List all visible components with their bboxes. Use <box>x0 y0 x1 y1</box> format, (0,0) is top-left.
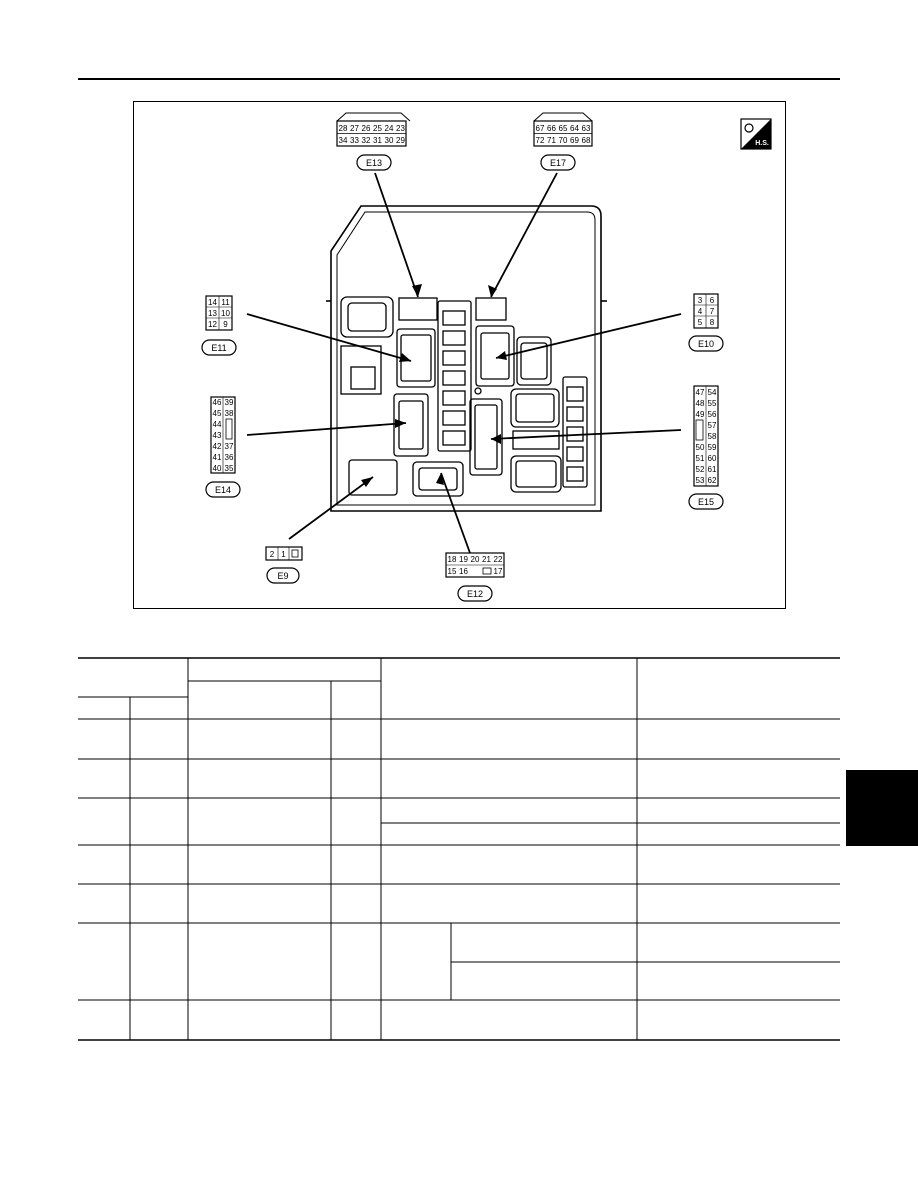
pin-12: 12 <box>208 320 217 329</box>
pin-5: 5 <box>698 318 703 327</box>
pin-10: 10 <box>221 309 230 318</box>
pin-63: 63 <box>582 124 591 133</box>
pin-24: 24 <box>385 124 394 133</box>
pin-23: 23 <box>396 124 405 133</box>
pin-72: 72 <box>536 136 545 145</box>
pin-70: 70 <box>559 136 568 145</box>
pin-7: 7 <box>710 307 715 316</box>
pin-56: 56 <box>708 410 717 419</box>
pin-42: 42 <box>213 442 222 451</box>
pin-43: 43 <box>213 431 222 440</box>
pin-61: 61 <box>708 465 717 474</box>
pin-31: 31 <box>373 136 382 145</box>
pin-20: 20 <box>471 555 480 564</box>
pin-16: 16 <box>459 567 468 576</box>
pin-50: 50 <box>696 443 705 452</box>
pin-22: 22 <box>494 555 503 564</box>
connector-e12: 18 19 20 21 22 15 16 17 E12 <box>445 552 505 602</box>
pin-8: 8 <box>710 318 715 327</box>
connector-e11: 14 11 13 10 12 9 E11 <box>201 295 237 356</box>
leader-arrowheads <box>361 284 507 487</box>
pin-41: 41 <box>213 453 222 462</box>
pin-2: 2 <box>270 550 275 559</box>
connector-e14: 46 39 45 38 44 43 42 37 41 36 40 35 E14 <box>205 396 241 498</box>
leader-lines <box>246 172 682 554</box>
pin-57: 57 <box>708 421 717 430</box>
pin-9: 9 <box>223 320 228 329</box>
pin-67: 67 <box>536 124 545 133</box>
pin-26: 26 <box>362 124 371 133</box>
pin-19: 19 <box>459 555 468 564</box>
pin-40: 40 <box>213 464 222 473</box>
pin-3: 3 <box>698 296 703 305</box>
connector-e17: 67 66 65 64 63 72 71 70 69 68 E17 <box>533 112 593 171</box>
pin-36: 36 <box>225 453 234 462</box>
pin-4: 4 <box>698 307 703 316</box>
pin-47: 47 <box>696 388 705 397</box>
pin-68: 68 <box>582 136 591 145</box>
pin-60: 60 <box>708 454 717 463</box>
pin-39: 39 <box>225 398 234 407</box>
connector-tag-e10: E10 <box>698 339 714 349</box>
hs-badge: H.S. <box>740 118 772 150</box>
pin-62: 62 <box>708 476 717 485</box>
pin-15: 15 <box>448 567 457 576</box>
pin-6: 6 <box>710 296 715 305</box>
pin-64: 64 <box>570 124 579 133</box>
pin-66: 66 <box>547 124 556 133</box>
pin-17: 17 <box>494 567 503 576</box>
pin-38: 38 <box>225 409 234 418</box>
pin-45: 45 <box>213 409 222 418</box>
pin-55: 55 <box>708 399 717 408</box>
pin-13: 13 <box>208 309 217 318</box>
connector-e10: 3 6 4 7 5 8 E10 <box>688 293 724 352</box>
pin-49: 49 <box>696 410 705 419</box>
pin-29: 29 <box>396 136 405 145</box>
pin-54: 54 <box>708 388 717 397</box>
connector-tag-e9: E9 <box>277 571 288 581</box>
connector-tag-e17: E17 <box>550 158 566 168</box>
pin-65: 65 <box>559 124 568 133</box>
header-rule <box>78 78 840 80</box>
pin-71: 71 <box>547 136 556 145</box>
terminal-table <box>78 657 840 1041</box>
pin-34: 34 <box>339 136 348 145</box>
pin-14: 14 <box>208 298 217 307</box>
connector-tag-e11: E11 <box>211 343 226 353</box>
pin-48: 48 <box>696 399 705 408</box>
pin-32: 32 <box>362 136 371 145</box>
connector-e15: 47 54 48 55 49 56 57 58 50 59 51 60 52 6… <box>688 385 724 510</box>
connector-tag-e14: E14 <box>215 485 231 495</box>
pin-18: 18 <box>448 555 457 564</box>
pin-46: 46 <box>213 398 222 407</box>
connector-tag-e12: E12 <box>467 589 483 599</box>
pin-59: 59 <box>708 443 717 452</box>
pin-35: 35 <box>225 464 234 473</box>
housing-outline <box>326 205 607 512</box>
pin-30: 30 <box>385 136 394 145</box>
pin-58: 58 <box>708 432 717 441</box>
connector-diagram: H.S. 28 27 26 25 24 23 34 33 32 31 30 29… <box>133 101 786 609</box>
housing-internals <box>340 296 588 497</box>
pin-52: 52 <box>696 465 705 474</box>
pin-25: 25 <box>373 124 382 133</box>
connector-e13: 28 27 26 25 24 23 34 33 32 31 30 29 E13 <box>336 112 411 171</box>
pin-44: 44 <box>213 420 222 429</box>
pin-27: 27 <box>350 124 359 133</box>
connector-tag-e13: E13 <box>366 158 382 168</box>
pin-11: 11 <box>221 298 230 307</box>
pin-51: 51 <box>696 454 705 463</box>
section-tab <box>846 770 918 846</box>
pin-28: 28 <box>339 124 348 133</box>
pin-69: 69 <box>570 136 579 145</box>
connector-tag-e15: E15 <box>698 497 714 507</box>
pin-1: 1 <box>281 550 286 559</box>
hs-badge-label: H.S. <box>755 140 769 147</box>
pin-21: 21 <box>482 555 491 564</box>
pin-37: 37 <box>225 442 234 451</box>
pin-33: 33 <box>350 136 359 145</box>
pin-53: 53 <box>696 476 705 485</box>
connector-e9: 2 1 E9 <box>265 546 303 584</box>
